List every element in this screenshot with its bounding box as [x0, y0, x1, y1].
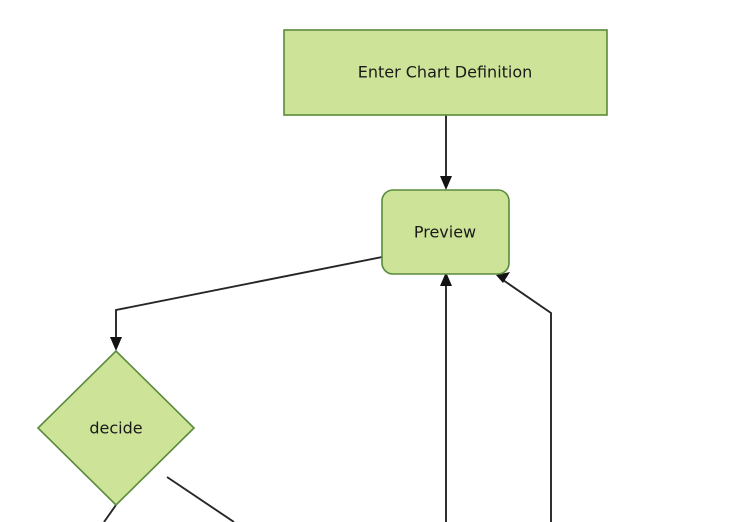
- edge-decide-right-out: [166, 476, 235, 522]
- node-preview[interactable]: Preview: [381, 189, 510, 275]
- node-shape-diamond[interactable]: [36, 349, 196, 507]
- edge-decide-bottom-out: [103, 504, 117, 522]
- node-shape-rounded-rectangle[interactable]: [381, 189, 510, 275]
- edge-layer: [103, 115, 552, 522]
- edge-line: [115, 256, 383, 343]
- node-enter-chart-definition[interactable]: Enter Chart Definition: [283, 29, 608, 116]
- node-decide[interactable]: decide: [36, 349, 196, 507]
- node-layer: Enter Chart Definition Preview decide: [36, 29, 608, 507]
- node-shape-rectangle[interactable]: [283, 29, 608, 116]
- arrowhead-icon: [440, 272, 452, 286]
- edge-preview-to-decide: [110, 256, 383, 351]
- edge-up-into-preview-bottom-right: [496, 272, 552, 522]
- edge-line: [103, 504, 117, 522]
- arrowhead-icon: [110, 337, 122, 351]
- edge-up-into-preview-bottom-left: [440, 272, 452, 522]
- arrowhead-icon: [440, 176, 452, 190]
- arrowhead-icon: [496, 272, 510, 283]
- edge-line: [502, 279, 552, 522]
- edge-line: [166, 476, 235, 522]
- edge-enter-to-preview: [440, 115, 452, 190]
